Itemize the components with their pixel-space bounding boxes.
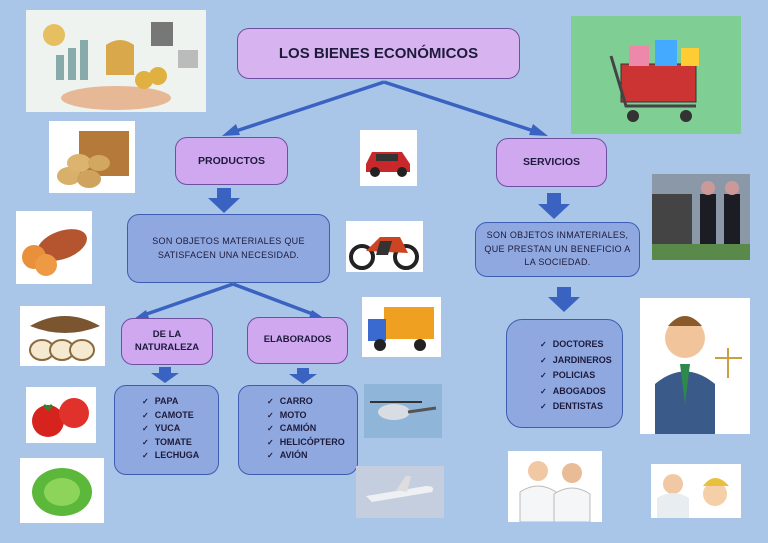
servicios-description-line: SON OBJETOS INMATERIALES, [486, 229, 629, 240]
list-item: HELICÓPTERO [267, 436, 345, 450]
servicios-label: SERVICIOS [523, 156, 580, 169]
naturaleza-label-line: DE LA [152, 328, 182, 340]
lawyer-image [640, 298, 750, 434]
list-item: CAMOTE [142, 409, 199, 423]
motorcycle-image [346, 221, 423, 272]
connector-title-productos [229, 80, 385, 135]
yuca-image [20, 306, 105, 366]
productos-label: PRODUCTOS [198, 154, 265, 167]
list-item: DOCTORES [540, 337, 612, 353]
list-item: TOMATE [142, 436, 199, 450]
list-item: AVIÓN [267, 449, 345, 463]
airplane-image [356, 466, 444, 518]
lettuce-image [20, 458, 104, 523]
list-item: LECHUGA [142, 449, 200, 463]
car-image [360, 130, 417, 186]
connector-desc-elaborados [232, 282, 319, 318]
list-item: MOTO [267, 409, 345, 423]
servicios-list-box: DOCTORES JARDINEROS POLICIAS ABOGADOS DE… [506, 319, 623, 428]
servicios-description-line: LA SOCIEDAD. [524, 257, 591, 268]
connector-desc-naturaleza [140, 282, 234, 318]
list-item: YUCA [142, 422, 199, 436]
down-arrow-servicios-list [548, 287, 580, 312]
elaborados-list: CARRO MOTO CAMIÓN HELICÓPTERO AVIÓN [267, 395, 345, 463]
servicios-box: SERVICIOS [496, 138, 607, 187]
list-item: PAPA [142, 395, 199, 409]
arrowhead-servicios [529, 124, 548, 136]
list-item: ABOGADOS [540, 384, 612, 400]
servicios-description-line: QUE PRESTAN UN BENEFICIO A [484, 243, 631, 254]
down-arrow-productos [208, 188, 240, 213]
naturaleza-box: DE LA NATURALEZA [121, 318, 213, 365]
economy-hand-image [26, 10, 206, 112]
servicios-list: DOCTORES JARDINEROS POLICIAS ABOGADOS DE… [540, 337, 612, 415]
naturaleza-list: PAPA CAMOTE YUCA TOMATE LECHUGA [142, 395, 200, 463]
productos-description-line: SATISFACEN UNA NECESIDAD. [157, 249, 300, 260]
list-item: JARDINEROS [540, 353, 612, 369]
helicopter-image [364, 384, 442, 438]
list-item: CARRO [267, 395, 345, 409]
main-title-text: LOS BIENES ECONÓMICOS [278, 45, 479, 62]
list-item: CAMIÓN [267, 422, 345, 436]
productos-box: PRODUCTOS [175, 137, 288, 185]
potatoes-image [49, 121, 135, 193]
police-image [652, 174, 750, 260]
elaborados-list-box: CARRO MOTO CAMIÓN HELICÓPTERO AVIÓN [238, 385, 358, 475]
truck-image [362, 297, 441, 357]
elaborados-label: ELABORADOS [263, 334, 332, 346]
naturaleza-list-box: PAPA CAMOTE YUCA TOMATE LECHUGA [114, 385, 219, 475]
down-arrow-naturaleza [151, 367, 179, 383]
naturaleza-label-line: NATURALEZA [134, 341, 200, 353]
arrowhead-elaborados [309, 310, 325, 319]
list-item: POLICIAS [540, 368, 612, 384]
productos-description-line: SON OBJETOS MATERIALES QUE [152, 235, 305, 246]
down-arrow-servicios [538, 193, 570, 219]
dentist-image [651, 464, 741, 518]
servicios-description-box: SON OBJETOS INMATERIALES, QUE PRESTAN UN… [475, 222, 640, 277]
productos-description-box: SON OBJETOS MATERIALES QUE SATISFACEN UN… [127, 214, 330, 283]
elaborados-box: ELABORADOS [247, 317, 348, 364]
doctors-image [508, 451, 602, 522]
shopping-cart-image [571, 16, 741, 134]
arrowhead-productos [222, 124, 240, 136]
arrowhead-naturaleza [134, 310, 149, 319]
list-item: DENTISTAS [540, 399, 612, 415]
tomato-image [26, 387, 96, 443]
main-title: LOS BIENES ECONÓMICOS [237, 28, 520, 79]
connector-title-servicios [383, 80, 541, 135]
down-arrow-elaborados [289, 368, 317, 384]
sweet-potato-image [16, 211, 92, 284]
